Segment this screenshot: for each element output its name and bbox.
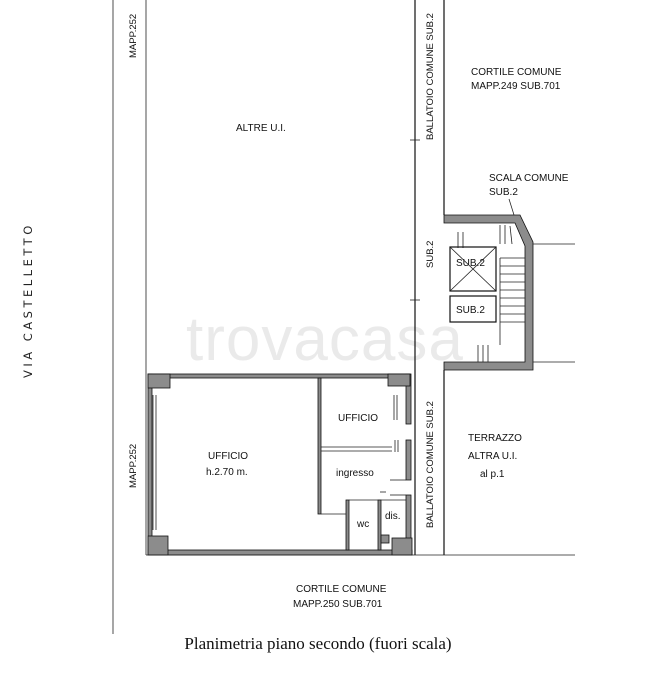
sub2-vertical-label: SUB.2 [425, 241, 436, 268]
terrazzo-label-3: al p.1 [480, 469, 505, 480]
mapp252-top-label: MAPP.252 [128, 14, 139, 58]
watermark: trovacasa [186, 305, 464, 374]
scala-comune-label-1: SCALA COMUNE [489, 173, 569, 184]
ballatoio-top-label: BALLATOIO COMUNE SUB.2 [425, 13, 436, 140]
terrazzo-label-2: ALTRA U.I. [468, 451, 517, 462]
floor-plan: trovacasa VIA CASTELLETTO MAPP.252 MAPP.… [21, 0, 575, 634]
mapp252-left-label: MAPP.252 [128, 444, 139, 488]
street-name-label: VIA CASTELLETTO [21, 222, 35, 378]
dis-label: dis. [385, 511, 401, 522]
ingresso-label: ingresso [336, 468, 374, 479]
ufficio-main-label: UFFICIO [208, 451, 248, 462]
ballatoio-bottom-label: BALLATOIO COMUNE SUB.2 [425, 401, 436, 528]
wc-label: wc [356, 519, 369, 530]
cortile-bottom-label-1: CORTILE COMUNE [296, 584, 387, 595]
plan-caption: Planimetria piano secondo (fuori scala) [184, 634, 452, 653]
cortile-top-label-1: CORTILE COMUNE [471, 67, 562, 78]
ufficio-small-label: UFFICIO [338, 413, 378, 424]
sub2-box-lower-label: SUB.2 [456, 305, 485, 316]
ufficio-height-label: h.2.70 m. [206, 467, 248, 478]
stair-block [443, 214, 575, 371]
cortile-bottom-label-2: MAPP.250 SUB.701 [293, 599, 383, 610]
scala-comune-label-2: SUB.2 [489, 187, 518, 198]
cortile-top-label-2: MAPP.249 SUB.701 [471, 81, 561, 92]
scala-leader [508, 198, 515, 216]
terrazzo-label-1: TERRAZZO [468, 433, 522, 444]
apartment-walls [147, 373, 413, 556]
altre-ui-label: ALTRE U.I. [236, 123, 286, 134]
sub2-box-upper-label: SUB.2 [456, 258, 485, 269]
